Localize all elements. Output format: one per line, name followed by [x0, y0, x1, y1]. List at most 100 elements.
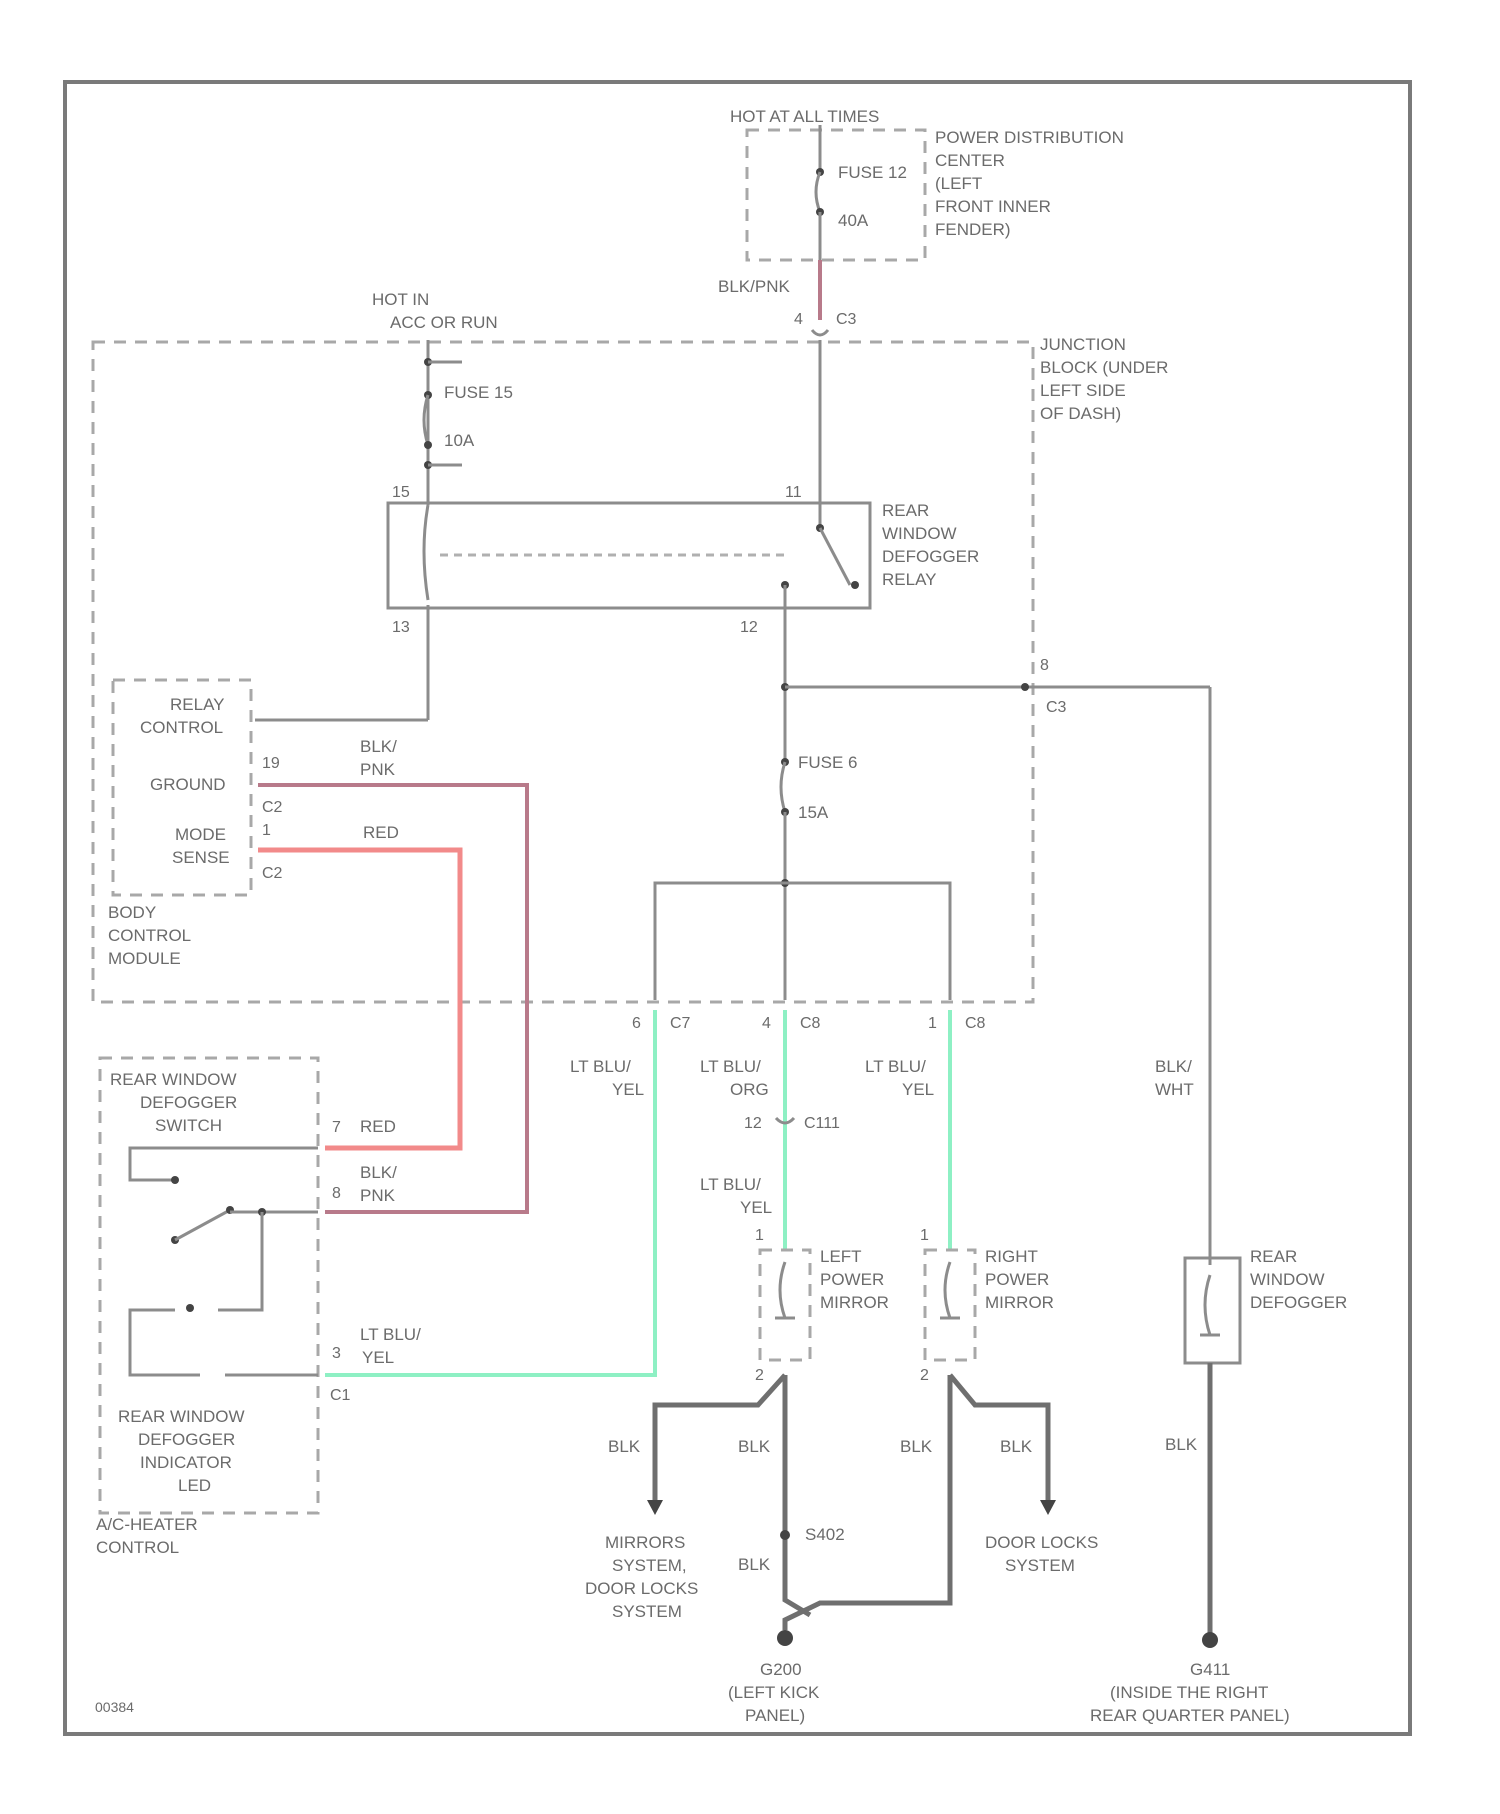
diagram-text: PNK	[360, 1186, 396, 1205]
wire-red	[258, 850, 460, 1148]
switch-label: REAR WINDOW DEFOGGER SWITCH	[110, 1070, 237, 1135]
diagram-text: OF DASH)	[1040, 404, 1121, 423]
diagram-text: MODE	[175, 825, 226, 844]
diagram-text: 7	[332, 1119, 341, 1136]
diagram-text: BLK	[1000, 1437, 1033, 1456]
pdc-label: POWER DISTRIBUTION CENTER (LEFT FRONT IN…	[935, 128, 1124, 239]
diagram-text: A/C-HEATER	[96, 1515, 198, 1534]
diagram-text: C1	[330, 1387, 351, 1404]
fuse12-amps: 40A	[838, 211, 869, 230]
diagram-text: PANEL)	[745, 1706, 805, 1725]
diagram-text: CONTROL	[108, 926, 191, 945]
diagram-text: REAR QUARTER PANEL)	[1090, 1706, 1290, 1725]
diagram-text: MIRROR	[985, 1293, 1054, 1312]
diagram-text: PNK	[360, 760, 396, 779]
diagram-text: BLK/	[1155, 1057, 1192, 1076]
diagram-text: C3	[1046, 699, 1067, 716]
diagram-text: BLK	[900, 1437, 933, 1456]
diagram-text: LEFT	[820, 1247, 862, 1266]
diagram-text: REAR WINDOW	[110, 1070, 237, 1089]
diagram-text: C2	[262, 799, 283, 816]
fuse6-label: FUSE 6	[798, 753, 858, 772]
diagram-text: CENTER	[935, 151, 1005, 170]
diagram-text: 12	[740, 619, 758, 636]
diagram-text: (LEFT KICK	[728, 1683, 820, 1702]
hot-in-acc-1: HOT IN	[372, 290, 429, 309]
s402-label: S402	[805, 1525, 845, 1544]
diagram-text: WHT	[1155, 1080, 1194, 1099]
diagram-text: C8	[800, 1015, 821, 1032]
fuse15-label: FUSE 15	[444, 383, 513, 402]
diagram-text: SWITCH	[155, 1116, 222, 1135]
diagram-text: POWER	[985, 1270, 1049, 1289]
diagram-text: RED	[360, 1117, 396, 1136]
diagram-text: BLK/	[360, 1163, 397, 1182]
diagram-text: MODULE	[108, 949, 181, 968]
diagram-text: DOOR LOCKS	[585, 1579, 698, 1598]
diagram-text: BLK	[738, 1437, 771, 1456]
junction-block-box	[93, 342, 1033, 1002]
diagram-text: 1	[262, 822, 271, 839]
diagram-text: JUNCTION	[1040, 335, 1126, 354]
indicator-label: REAR WINDOW DEFOGGER INDICATOR LED	[118, 1407, 245, 1495]
diagram-text: BLK/	[360, 737, 397, 756]
diagram-text: G200	[760, 1660, 802, 1679]
diagram-text: 15	[392, 484, 410, 501]
bcm-mode-sense: MODE SENSE	[172, 825, 230, 867]
diagram-text: BLOCK (UNDER	[1040, 358, 1168, 377]
diagram-text: SYSTEM	[612, 1602, 682, 1621]
diagram-text: (LEFT	[935, 174, 982, 193]
diagram-text: RIGHT	[985, 1247, 1038, 1266]
diagram-text: LT BLU/	[700, 1057, 761, 1076]
diagram-text: FENDER)	[935, 220, 1011, 239]
diagram-text: REAR WINDOW	[118, 1407, 245, 1426]
diagram-text: DEFOGGER	[1250, 1293, 1347, 1312]
diagram-text: C3	[836, 311, 857, 328]
door-locks-label: DOOR LOCKS SYSTEM	[985, 1533, 1098, 1575]
right-mirror-label: RIGHT POWER MIRROR	[985, 1247, 1054, 1312]
diagram-text: 1	[920, 1227, 929, 1244]
diagram-text: (INSIDE THE RIGHT	[1110, 1683, 1268, 1702]
diagram-text: RELAY	[170, 695, 225, 714]
diagram-text: CONTROL	[96, 1538, 179, 1557]
diagram-text: 2	[920, 1367, 929, 1384]
diagram-text: C111	[804, 1115, 840, 1132]
diagram-id: 00384	[95, 1699, 134, 1715]
diagram-text: POWER	[820, 1270, 884, 1289]
diagram-text: LT BLU/	[700, 1175, 761, 1194]
fuse15-amps: 10A	[444, 431, 475, 450]
diagram-text: LEFT SIDE	[1040, 381, 1126, 400]
fuse6-amps: 15A	[798, 803, 829, 822]
diagram-text: 8	[332, 1185, 341, 1202]
diagram-text: BODY	[108, 903, 156, 922]
diagram-text: LT BLU/	[360, 1325, 421, 1344]
fuse12-label: FUSE 12	[838, 163, 907, 182]
hot-at-all-times: HOT AT ALL TIMES	[730, 107, 879, 126]
diagram-text: YEL	[612, 1080, 644, 1099]
relay-label: REAR WINDOW DEFOGGER RELAY	[882, 501, 979, 589]
diagram-text: 1	[755, 1227, 764, 1244]
wire-blk-pnk-top-label: BLK/PNK	[718, 277, 790, 296]
diagram-text: C8	[965, 1015, 986, 1032]
hot-in-acc-2: ACC OR RUN	[390, 313, 498, 332]
diagram-text: CONTROL	[140, 718, 223, 737]
g200-ground	[777, 1630, 793, 1646]
diagram-text: C2	[262, 865, 283, 882]
diagram-text: WINDOW	[1250, 1270, 1325, 1289]
defogger-box	[1185, 1258, 1240, 1363]
diagram-text: YEL	[902, 1080, 934, 1099]
diagram-text: 12	[744, 1115, 762, 1132]
diagram-text: ORG	[730, 1080, 769, 1099]
diagram-text: YEL	[362, 1348, 394, 1367]
diagram-text: 4	[762, 1015, 771, 1032]
diagram-text: LED	[178, 1476, 211, 1495]
diagram-text: WINDOW	[882, 524, 957, 543]
diagram-text: DEFOGGER	[138, 1430, 235, 1449]
diagram-text: 3	[332, 1345, 341, 1362]
diagram-text: 13	[392, 619, 410, 636]
diagram-text: G411	[1190, 1660, 1230, 1679]
diagram-text: 1	[928, 1015, 937, 1032]
diagram-text: YEL	[740, 1198, 772, 1217]
diagram-text: MIRRORS	[605, 1533, 685, 1552]
left-mirror-label: LEFT POWER MIRROR	[820, 1247, 889, 1312]
